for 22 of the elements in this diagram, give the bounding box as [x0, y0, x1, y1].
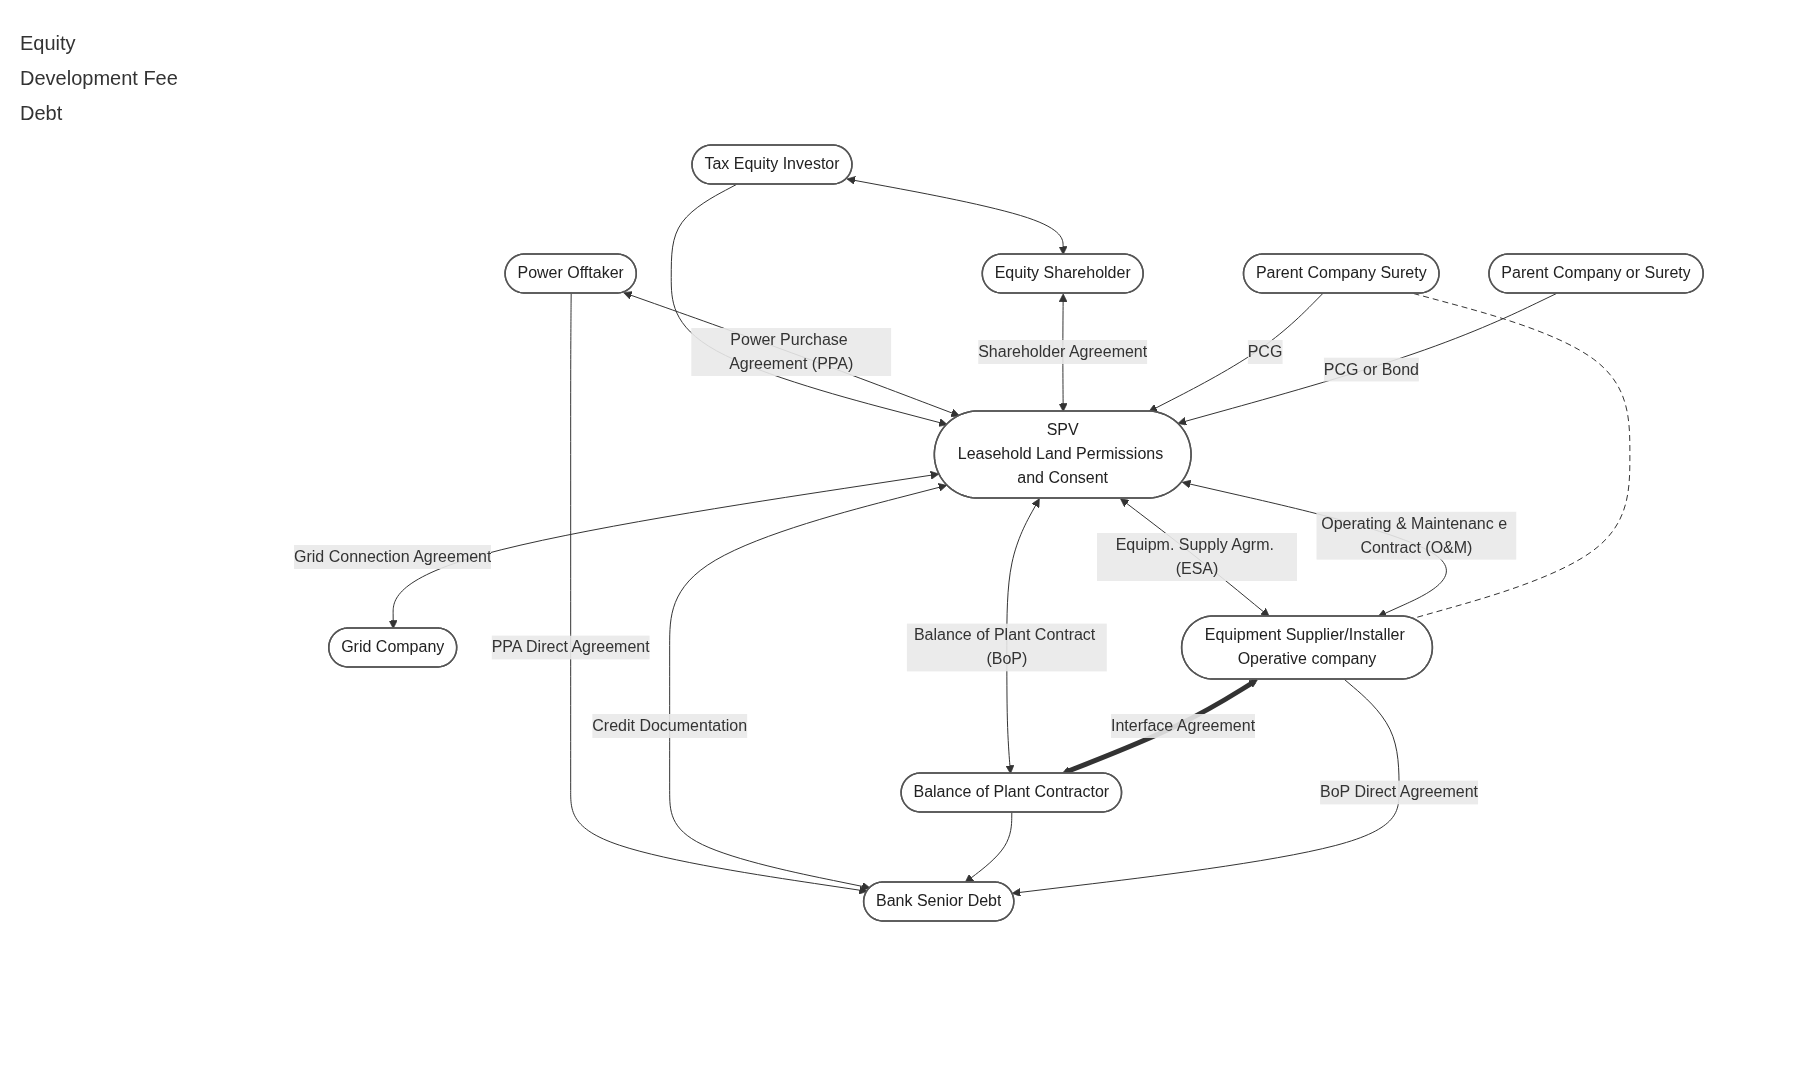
edge-label: Shareholder Agreement — [978, 343, 1148, 360]
arrow — [847, 176, 1068, 255]
flow-label: Equity — [20, 32, 77, 55]
arrow — [623, 291, 961, 418]
arrow — [1149, 293, 1324, 412]
edge-label: Operating & Maintenanc e Contract (O&M) — [1321, 514, 1508, 556]
edge-label: Grid Connection Agreement — [294, 547, 492, 565]
edge-label: Power Purchase Agreement (PPA) — [729, 331, 854, 372]
edge-label: PCG — [1248, 343, 1283, 360]
arrow — [389, 470, 940, 629]
edge-label: Balance of Plant Contract (BoP) — [914, 626, 1096, 668]
flow-label: Debt — [20, 102, 64, 125]
arrow — [1012, 679, 1400, 897]
edge-label: Equipm. Supply Agrm. (ESA) — [1116, 535, 1275, 577]
arrow — [669, 483, 948, 891]
arrow — [965, 812, 1013, 883]
edge-label: Credit Documentation — [592, 716, 748, 734]
edge-label: Interface Agreement — [1111, 716, 1256, 734]
flow-label: Development Fee — [20, 67, 179, 90]
edge-label: BoP Direct Agreement — [1320, 783, 1479, 801]
edge-label: PPA Direct Agreement — [492, 638, 651, 656]
edge-label: PCG or Bond — [1324, 360, 1420, 378]
